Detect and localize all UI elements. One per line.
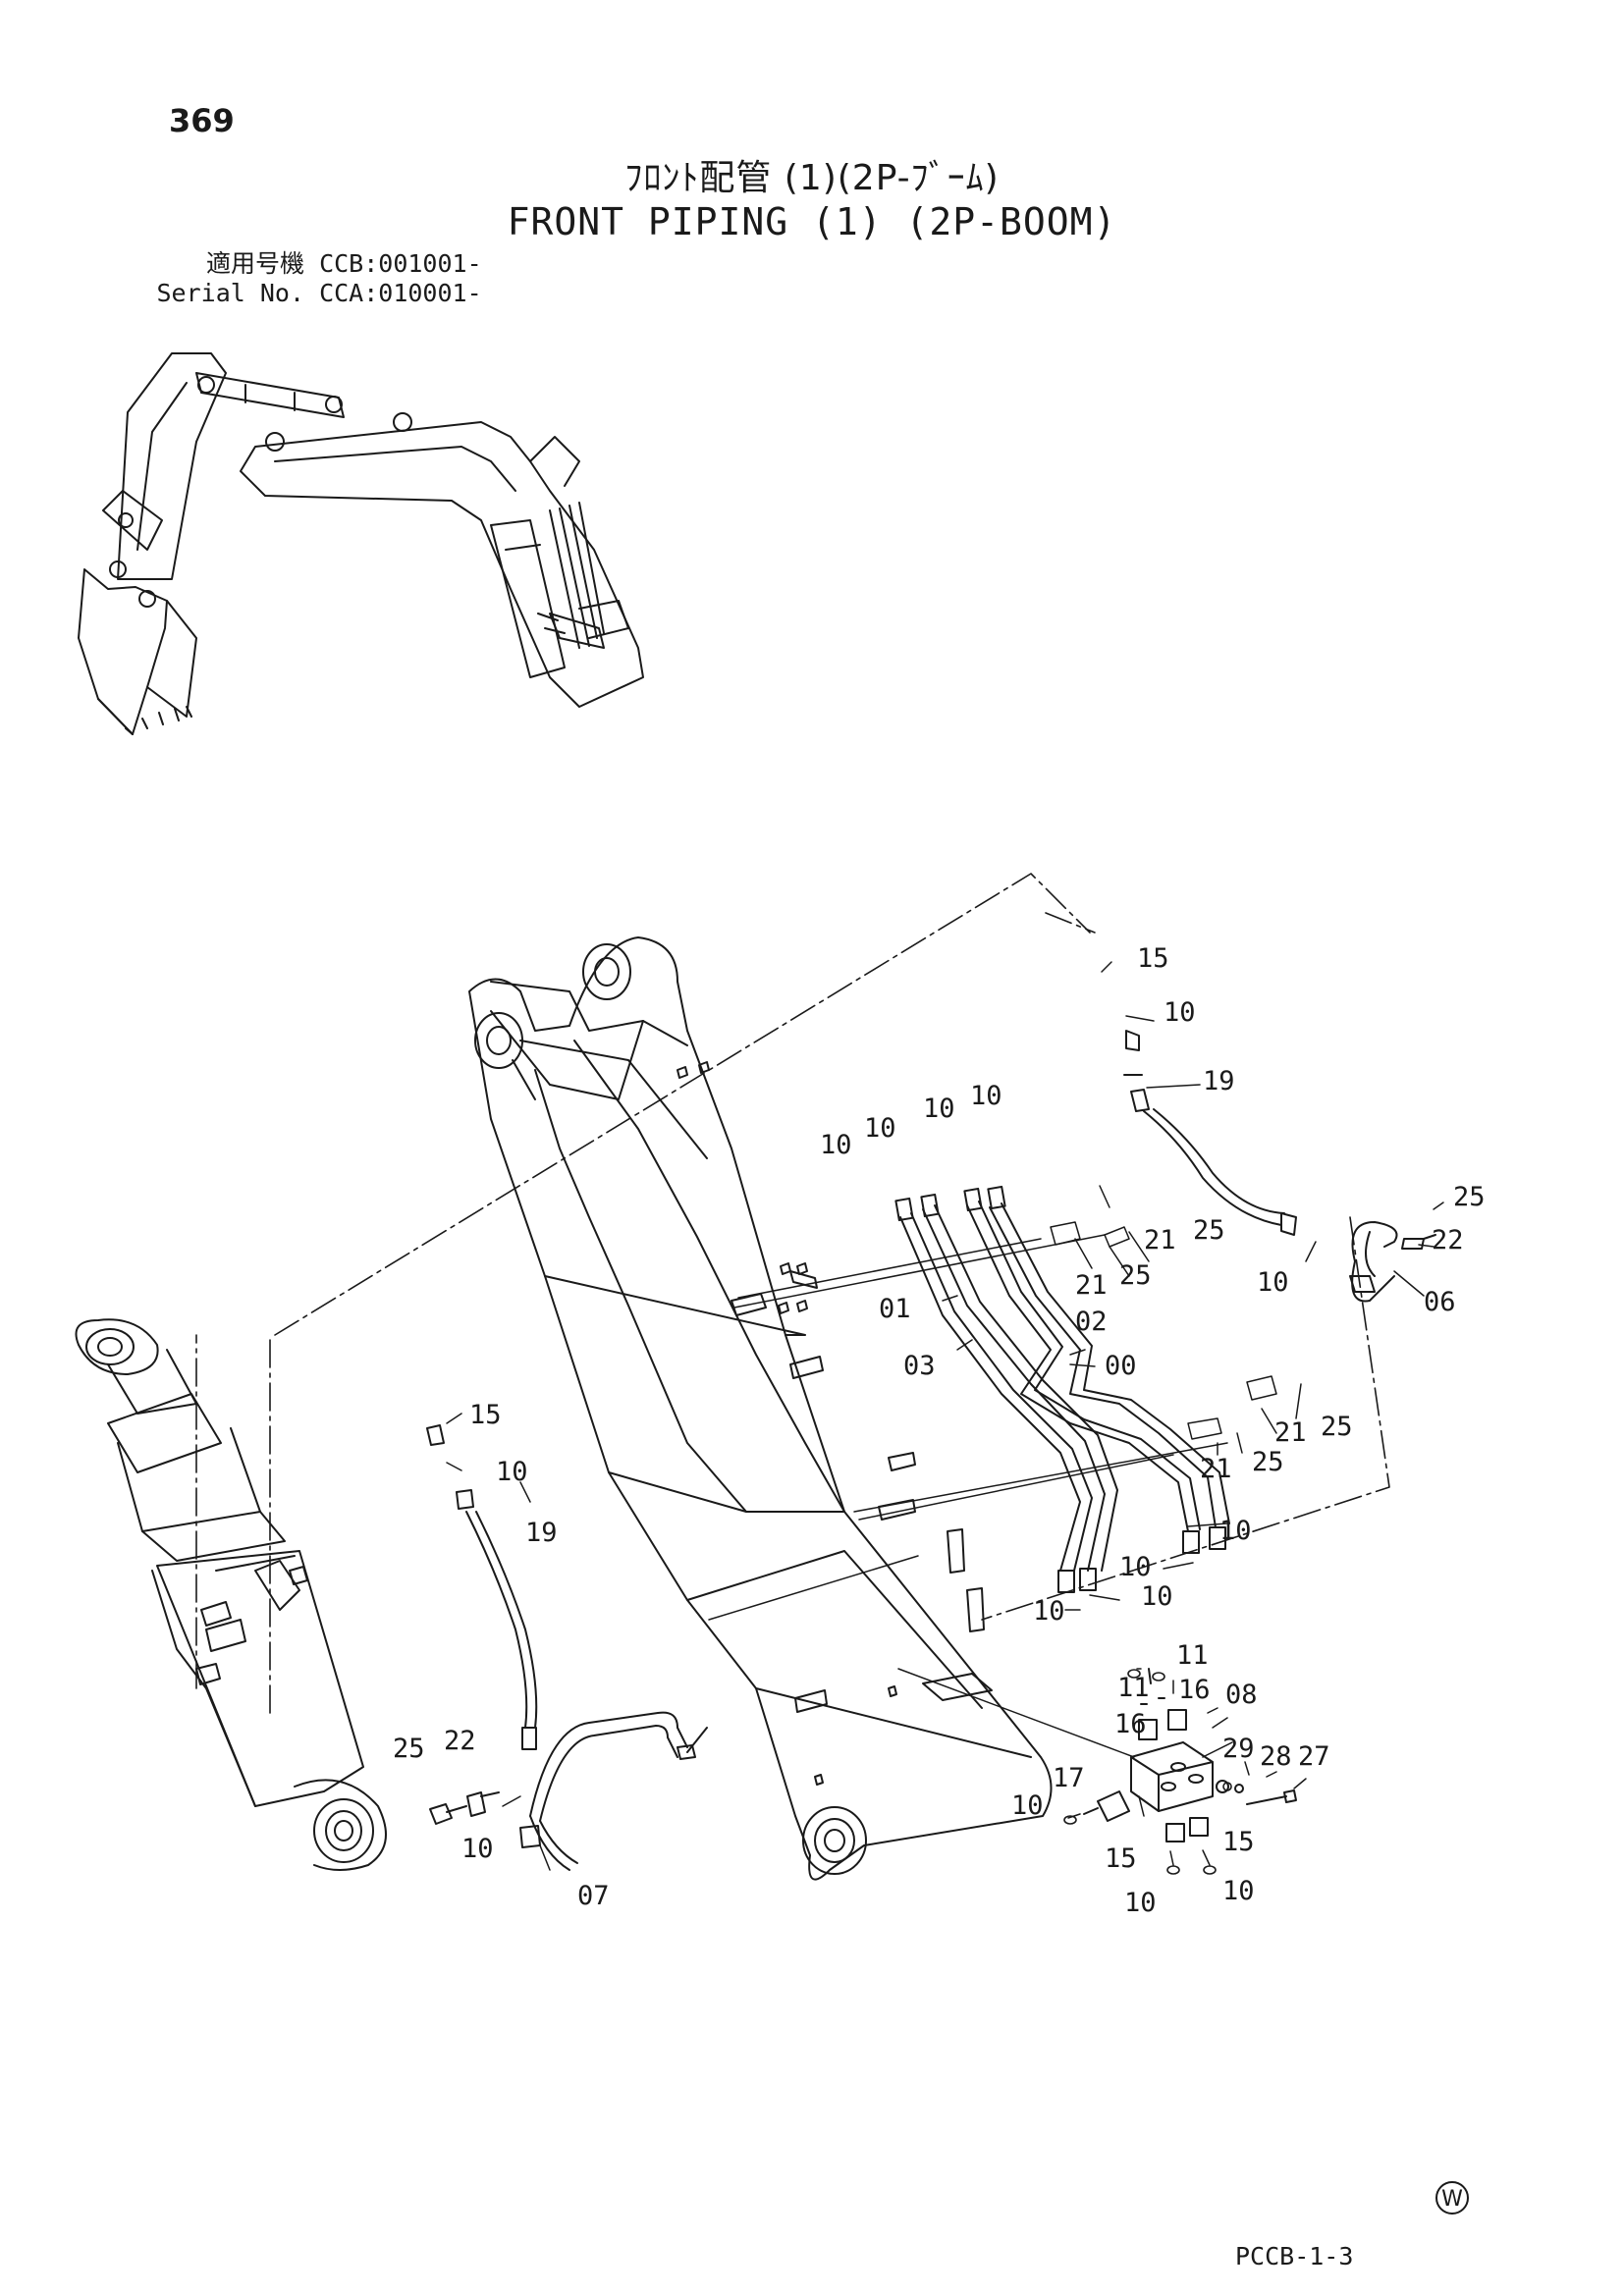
callout-10-upper-1: 10 [1164, 997, 1196, 1028]
callout-15-upper: 15 [1137, 943, 1169, 974]
callout-22-left: 22 [444, 1726, 476, 1756]
boom-body [468, 936, 1053, 1881]
callout-17: 17 [1053, 1763, 1085, 1793]
serial-row-1: 適用号機 CCB:001001- [155, 249, 482, 279]
callout-15-bottom-a: 15 [1105, 1843, 1137, 1874]
reference-lines [195, 873, 1390, 1714]
callout-10-block-left: 10 [1011, 1790, 1044, 1821]
callout-27: 27 [1298, 1741, 1330, 1772]
callout-10-left: 10 [496, 1457, 528, 1487]
callout-10-e: 10 [1219, 1516, 1252, 1546]
o-ring-markers [1063, 1669, 1232, 1875]
serial-row-2: Serial No. CCA:010001- [155, 279, 482, 308]
serial-applicability: 適用号機 CCB:001001- Serial No. CCA:010001- [155, 249, 482, 308]
callout-10-right: 10 [1257, 1267, 1289, 1298]
callout-03: 03 [903, 1351, 936, 1381]
boom-cylinder [75, 1318, 387, 1871]
callout-00: 00 [1105, 1351, 1137, 1381]
callout-11-a: 11 [1176, 1640, 1209, 1671]
callout-19-left: 19 [525, 1518, 558, 1548]
callout-01: 01 [879, 1294, 911, 1324]
serial-value-2: CCA:010001- [319, 279, 482, 307]
callout-10-left-bottom: 10 [461, 1834, 494, 1864]
title-japanese: ﾌﾛﾝﾄ配管 (1)(2P-ﾌﾞｰﾑ) [624, 158, 1000, 198]
callout-25-d: 25 [1252, 1447, 1284, 1477]
callout-11-b: 11 [1117, 1673, 1150, 1703]
leader-lines [446, 961, 1444, 1871]
callout-21-d: 21 [1200, 1454, 1232, 1484]
callout-15-bottom-b: 15 [1222, 1827, 1255, 1857]
callout-16-b: 16 [1114, 1709, 1147, 1739]
callout-22-right: 22 [1432, 1225, 1464, 1255]
footer-code: PCCB-1-3 [1235, 2242, 1354, 2270]
callout-10-g: 10 [1141, 1581, 1173, 1612]
callout-10-b: 10 [864, 1113, 896, 1144]
callout-25-c: 25 [1321, 1412, 1353, 1442]
clamp-lines [708, 1221, 1277, 1758]
callout-10-bottom-a: 10 [1124, 1888, 1157, 1918]
callout-28: 28 [1260, 1741, 1292, 1772]
callout-21-b: 21 [1075, 1270, 1108, 1301]
serial-value-1: CCB:001001- [319, 249, 482, 278]
callout-10-bottom-b: 10 [1222, 1876, 1255, 1906]
callout-21-a: 21 [1144, 1225, 1176, 1255]
tube-bundle [894, 1185, 1230, 1593]
callout-02: 02 [1075, 1307, 1108, 1337]
callout-29: 29 [1222, 1734, 1255, 1764]
serial-label-en: Serial No. [156, 279, 304, 307]
valve-block-08 [1083, 1668, 1297, 1842]
hose-19-upper [1123, 1030, 1297, 1236]
watermark-circle-w: W [1435, 2181, 1469, 2215]
callout-25-left: 25 [393, 1734, 425, 1764]
callout-15-left: 15 [469, 1400, 502, 1430]
callout-06: 06 [1424, 1287, 1456, 1317]
callout-21-c: 21 [1274, 1417, 1307, 1448]
callout-10-c: 10 [923, 1094, 955, 1124]
elbow-06 [1349, 1221, 1436, 1303]
callout-25-right-top: 25 [1453, 1182, 1486, 1212]
overview-excavator-illustration [78, 352, 644, 735]
callout-25-a: 25 [1193, 1215, 1225, 1246]
callout-10-f: 10 [1119, 1552, 1152, 1582]
clamp-22-bolt-25 [429, 1791, 500, 1825]
title-english: FRONT PIPING (1) (2P-BOOM) [507, 200, 1117, 243]
page-number: 369 [169, 102, 235, 139]
callout-labels: 15 10 19 10 10 10 10 25 22 21 25 10 06 2… [393, 943, 1486, 1918]
callout-10-d: 10 [970, 1081, 1002, 1111]
callout-08: 08 [1225, 1680, 1258, 1710]
serial-label-jp: 適用号機 [205, 249, 304, 278]
callout-19-upper: 19 [1203, 1066, 1235, 1096]
pipe-07-and-hose-19 [426, 1424, 708, 1871]
callout-10-h: 10 [1033, 1596, 1065, 1627]
callout-07: 07 [577, 1881, 610, 1911]
callout-16-a: 16 [1178, 1675, 1211, 1705]
callout-10-a: 10 [820, 1130, 852, 1160]
callout-25-b: 25 [1119, 1260, 1152, 1291]
